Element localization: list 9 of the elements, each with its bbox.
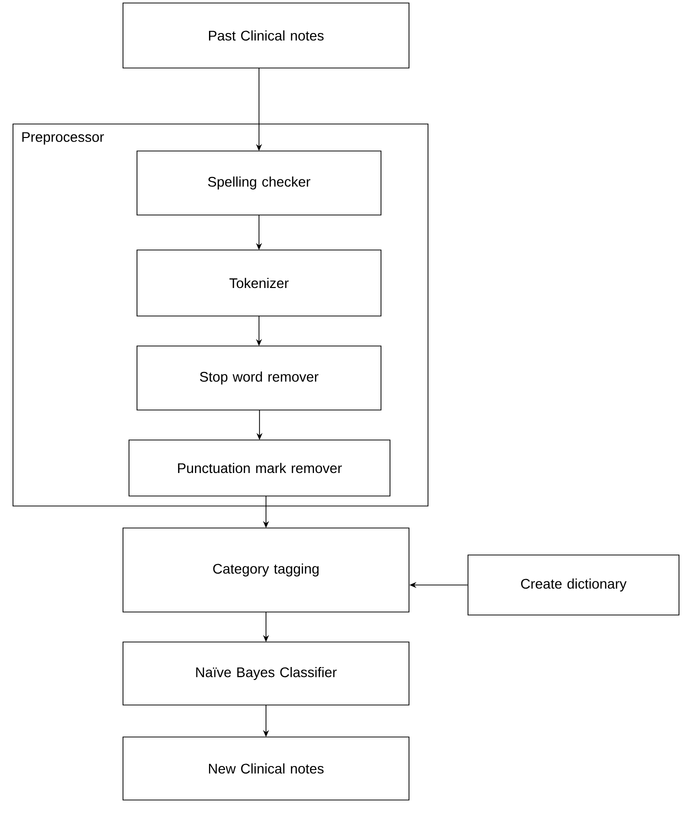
process-box: Stop word remover <box>136 346 382 410</box>
process-box: Past Clinical notes <box>122 2 410 68</box>
process-box: Tokenizer <box>136 250 382 316</box>
process-box: Create dictionary <box>468 554 680 616</box>
process-box: Punctuation mark remover <box>128 440 390 496</box>
process-box: Spelling checker <box>136 150 382 216</box>
process-box: Category tagging <box>122 528 410 612</box>
process-box: New Clinical notes <box>122 736 410 800</box>
process-box: Naïve Bayes Classifier <box>122 642 410 706</box>
